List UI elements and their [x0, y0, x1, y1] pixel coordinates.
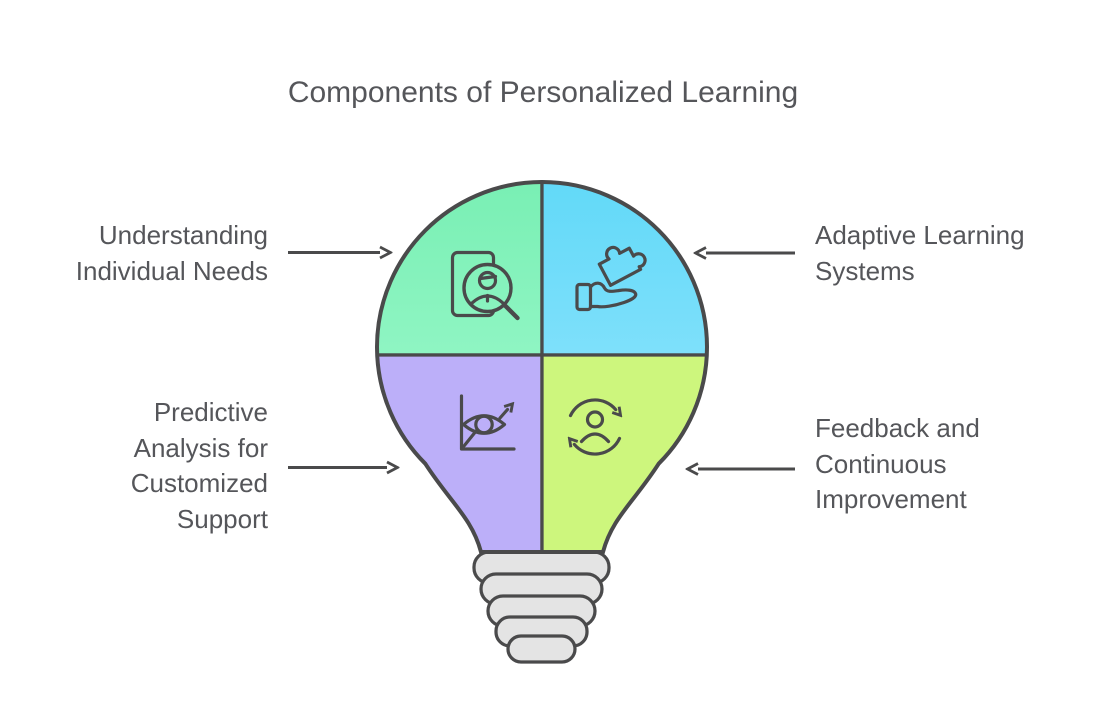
label-line: Improvement	[815, 484, 967, 514]
bulb-outline	[375, 180, 709, 554]
hand-palm	[588, 281, 638, 309]
diagram-title: Components of Personalized Learning	[287, 76, 799, 109]
quadrant-adaptive-learning-systems	[540, 180, 709, 357]
label-line: Predictive	[153, 397, 268, 427]
label-line: Continuous	[815, 448, 947, 479]
label-understanding-individual-needs: Understanding Individual Needs	[30, 218, 268, 289]
eye-pupil	[474, 414, 494, 435]
person-search-icon	[450, 250, 520, 321]
label-line: Analysis for	[133, 432, 268, 463]
bulb-base-tip	[506, 634, 577, 664]
label-line: Feedback and	[815, 413, 980, 443]
quadrant-feedback-improvement	[540, 353, 709, 554]
quadrant-predictive-analysis	[375, 353, 544, 554]
refresh-arc-bottom	[574, 438, 622, 456]
chart-axes	[459, 394, 516, 451]
person-shoulders	[469, 294, 506, 306]
label-line: Support	[176, 503, 268, 534]
label-line: Systems	[815, 255, 915, 286]
person-head	[585, 410, 605, 429]
hand-cuff	[575, 282, 593, 312]
puzzle-piece	[597, 245, 647, 287]
label-line: Adaptive Learning	[815, 220, 1025, 250]
label-predictive-analysis: Predictive Analysis for Customized Suppo…	[75, 395, 268, 537]
bulb-base	[472, 550, 611, 664]
refresh-arc-top	[568, 398, 616, 416]
label-line: Individual Needs	[75, 255, 268, 286]
person-refresh-icon	[568, 398, 622, 456]
eye-trend-icon	[459, 394, 516, 451]
magnifier-handle	[502, 302, 520, 321]
label-feedback-improvement: Feedback and Continuous Improvement	[815, 411, 1040, 518]
trend-arrow	[498, 410, 508, 420]
hand-puzzle-icon	[575, 245, 647, 312]
head-detail	[478, 274, 498, 281]
label-line: Customized	[130, 468, 268, 498]
person-head	[477, 270, 498, 291]
quadrant-understanding-individual-needs	[375, 180, 544, 357]
person-shoulders	[579, 432, 611, 444]
label-adaptive-learning-systems: Adaptive Learning Systems	[815, 218, 1077, 289]
eye-outline	[461, 414, 507, 435]
label-line: Understanding	[98, 220, 268, 250]
